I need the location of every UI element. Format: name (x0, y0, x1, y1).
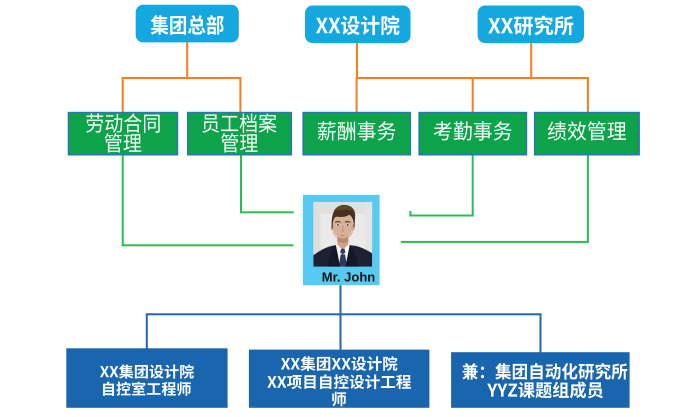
svg-text:Mr. John: Mr. John (322, 270, 376, 285)
